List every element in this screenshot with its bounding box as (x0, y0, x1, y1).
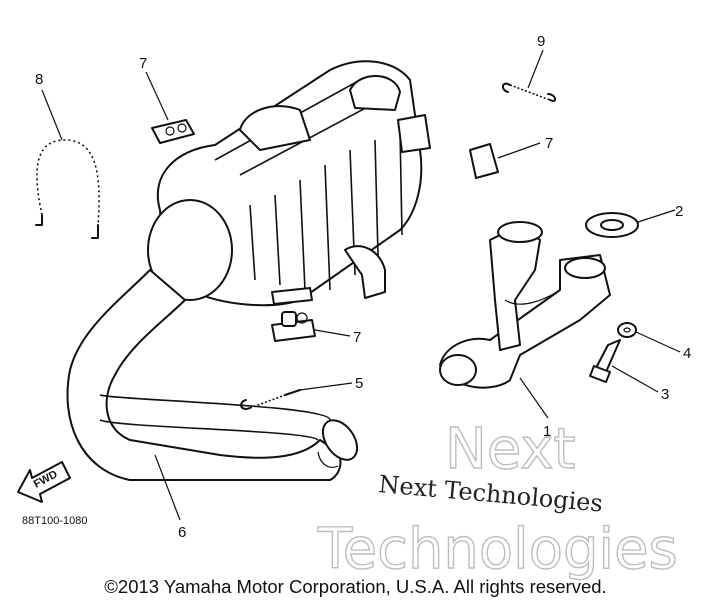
callout-7-right: 7 (545, 135, 553, 152)
leader-lines (41, 49, 681, 521)
callout-5: 5 (355, 375, 363, 392)
callout-1: 1 (543, 423, 551, 440)
drawing-code: 88T100-1080 (22, 515, 87, 527)
part-7-rubber-mount-center (271, 311, 316, 342)
fwd-arrow-icon: FWD (17, 461, 71, 503)
callout-2: 2 (675, 203, 683, 220)
part-8-long-spring (35, 139, 100, 239)
callout-7-top: 7 (139, 55, 147, 72)
part-7-rubber-mount-right (469, 143, 499, 179)
part-1-exhaust-manifold (439, 221, 611, 389)
part-7-rubber-mount-top (151, 119, 195, 144)
part-3-bolt (589, 339, 621, 383)
part-2-gasket (585, 212, 639, 238)
callout-3: 3 (661, 386, 669, 403)
copyright-notice: ©2013 Yamaha Motor Corporation, U.S.A. A… (104, 576, 607, 597)
part-9-spring (502, 82, 556, 102)
watermark-line1: Next (445, 417, 575, 482)
callout-9: 9 (537, 33, 545, 50)
callout-8: 8 (35, 71, 43, 88)
callout-7-center: 7 (353, 329, 361, 346)
part-muffler (147, 60, 431, 307)
callout-4: 4 (683, 345, 691, 362)
part-4-washer (617, 322, 637, 338)
callout-6: 6 (178, 524, 186, 541)
part-5-spring (240, 389, 301, 410)
watermark-line2: Technologies (317, 517, 678, 582)
part-6-exhaust-pipe (66, 269, 359, 481)
